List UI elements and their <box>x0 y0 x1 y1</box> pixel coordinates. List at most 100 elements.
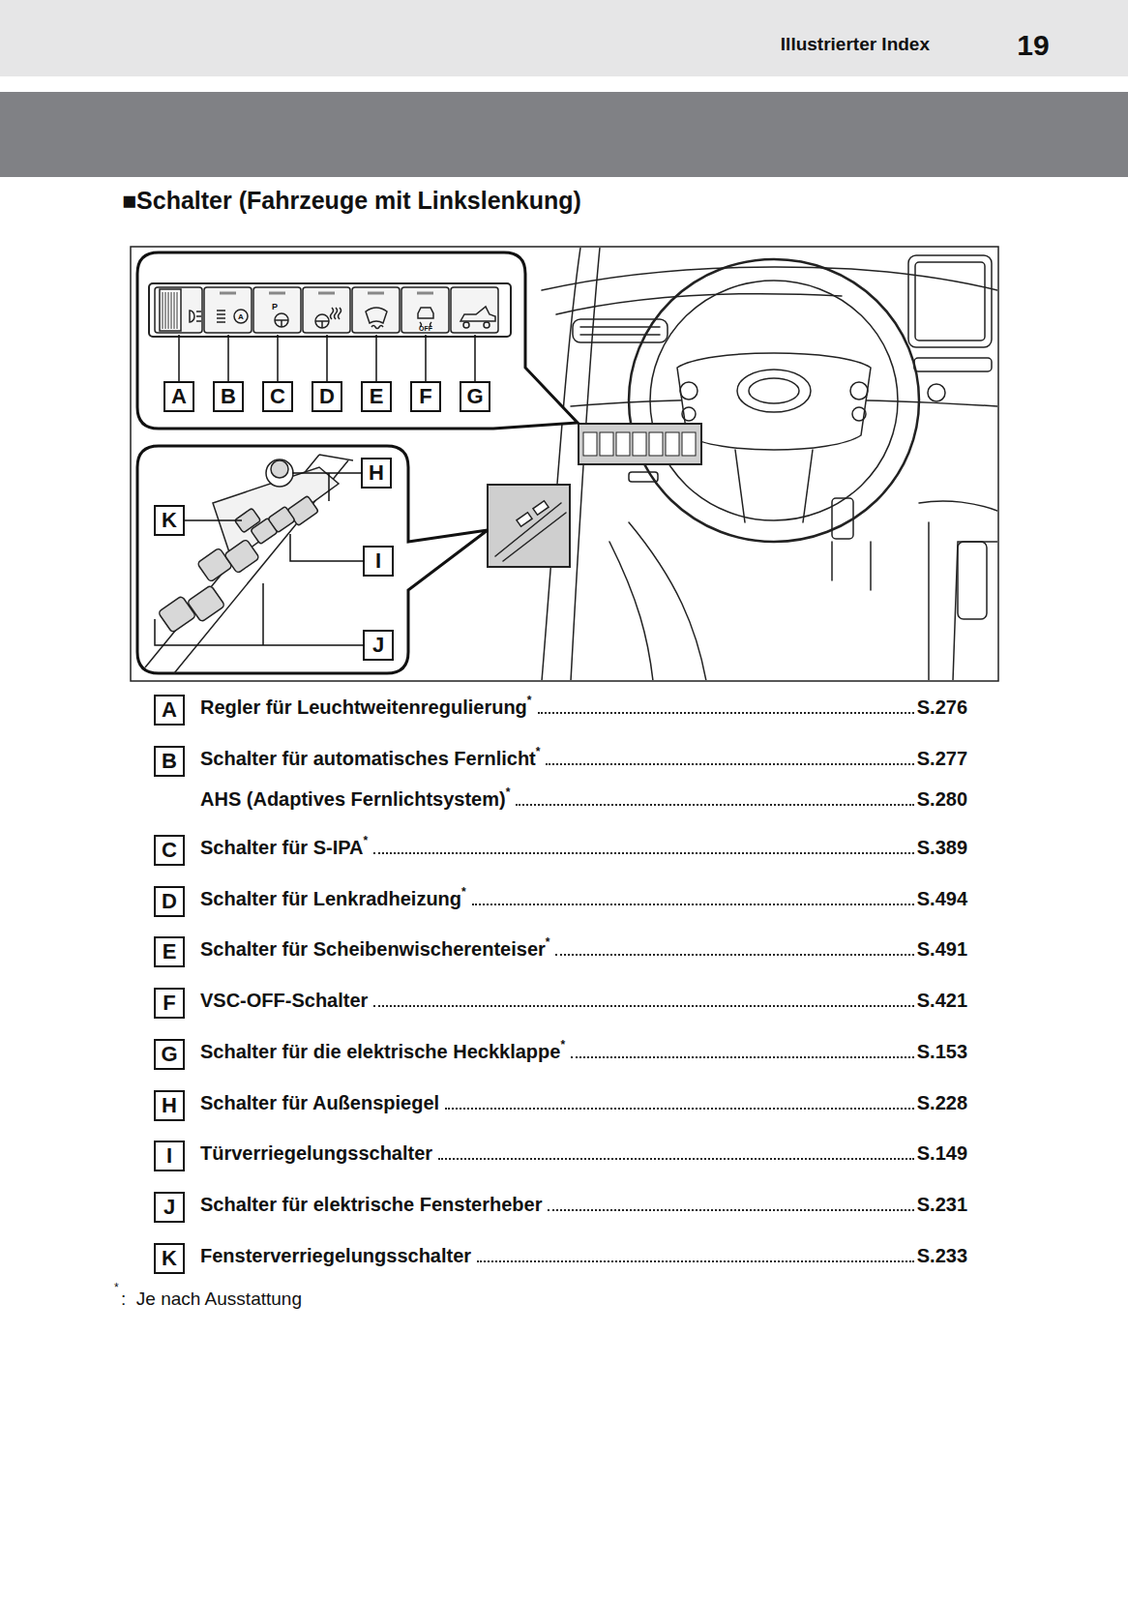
display-screen <box>908 255 992 348</box>
start-button <box>927 384 946 402</box>
gear-shifter <box>957 541 987 620</box>
mini-switches <box>583 432 696 456</box>
callout-letter: J <box>362 629 394 661</box>
footnote-mark: * <box>505 785 511 800</box>
callout-letter: F <box>410 381 442 413</box>
display-screen <box>915 262 985 341</box>
footnote-mark: * <box>461 885 467 899</box>
switch-button <box>450 287 499 333</box>
icon-letter: A <box>237 312 244 322</box>
pedal <box>831 498 854 539</box>
windshield-icon <box>365 307 387 324</box>
callout-letter-text: D <box>319 384 335 409</box>
index-entry: AHS (Adaptives Fernlichtsystem)*S.280 <box>200 788 968 811</box>
steering-wheel <box>628 259 920 542</box>
mini-button <box>516 512 533 528</box>
dashboard-line <box>556 294 842 315</box>
entry-text: AHS (Adaptives Fernlichtsystem) <box>200 788 506 811</box>
callout-letter-text: F <box>162 990 176 1015</box>
callout-letter-text: E <box>162 939 178 964</box>
callout-letter: A <box>163 381 195 413</box>
cockpit-drawing <box>487 247 998 681</box>
page-reference: S.491 <box>917 938 968 961</box>
callout-letter: E <box>360 381 392 413</box>
callout-letter: K <box>153 504 185 536</box>
callout-letter-text: B <box>220 384 237 409</box>
leader-line <box>424 334 427 382</box>
callout-letter: G <box>459 381 491 413</box>
callout-letter-text: I <box>166 1143 173 1168</box>
footnote-text: : Je nach Ausstattung <box>120 1288 302 1310</box>
switch-button <box>401 287 449 333</box>
switch-button <box>154 287 203 333</box>
callout-inset <box>137 252 578 429</box>
armrest <box>495 503 566 562</box>
tailgate-icon <box>460 306 496 322</box>
index-entry: Schalter für S-IPA*S.389 <box>200 836 968 860</box>
center-console <box>919 501 998 681</box>
callout-letter-text: J <box>163 1194 176 1219</box>
dial-ridge <box>165 292 167 329</box>
wheel-button <box>680 382 698 400</box>
page-reference: S.389 <box>917 836 968 860</box>
entry-text: Schalter für elektrische Fensterheber <box>200 1193 542 1217</box>
steering-wheel <box>650 280 898 521</box>
leader-line <box>375 334 378 382</box>
dot-leader <box>438 1157 915 1160</box>
callout-letter: G <box>153 1038 185 1070</box>
callout-letter-text: H <box>161 1093 178 1118</box>
footnote-mark: * <box>114 1280 119 1295</box>
callout-letter: E <box>153 936 185 968</box>
callout-letter-text: D <box>161 889 178 914</box>
entry-text: Schalter für S-IPA <box>200 836 364 860</box>
callout-letter: B <box>153 745 185 777</box>
switch-button <box>204 287 252 333</box>
headlamp-icon <box>189 310 202 323</box>
page-reference: S.421 <box>917 989 968 1012</box>
index-entry: Schalter für elektrische FensterheberS.2… <box>200 1193 968 1217</box>
mini-button <box>533 501 549 516</box>
page-reference: S.149 <box>917 1142 968 1165</box>
entry-text: Schalter für automatisches Fernlicht <box>200 747 536 771</box>
callout-letter: D <box>311 381 343 413</box>
callout-letter-text: J <box>372 632 385 657</box>
section-title: ■Schalter (Fahrzeuge mit Linkslenkung) <box>121 186 582 215</box>
callout-letter-text: A <box>161 697 178 722</box>
footnote-mark: * <box>527 693 533 708</box>
callout-letter-text: C <box>161 837 178 862</box>
callout-letter-text: G <box>160 1041 178 1067</box>
page-reference: S.494 <box>917 888 968 911</box>
dot-leader <box>445 1107 915 1110</box>
mini-switch <box>632 432 647 456</box>
callout-letter-text: I <box>375 548 382 573</box>
high-beam-icon <box>216 310 226 323</box>
page-reference: S.276 <box>917 696 968 719</box>
door-switch-drawing <box>145 454 354 674</box>
entry-text: Schalter für Lenkradheizung <box>200 888 462 911</box>
index-entry: Schalter für Scheibenwischerenteiser*S.4… <box>200 938 968 961</box>
indicator-lamp <box>318 292 335 296</box>
index-entry: Schalter für die elektrische Heckklappe*… <box>200 1040 968 1064</box>
callout-letter-text: F <box>418 384 432 409</box>
callout-letter: I <box>362 545 394 577</box>
switch-panel <box>148 283 511 337</box>
switch-button <box>253 287 301 333</box>
air-vent <box>914 357 992 372</box>
callout-inset <box>137 445 488 674</box>
index-entry: FensterverriegelungsschalterS.233 <box>200 1245 968 1268</box>
leader-line <box>154 473 363 646</box>
footnote-mark: * <box>560 1038 565 1052</box>
callout-letter: H <box>360 457 392 489</box>
dot-leader <box>537 712 915 714</box>
dot-leader <box>373 1005 914 1008</box>
callout-letter-text: E <box>369 384 385 409</box>
leader-line <box>326 334 328 382</box>
dot-leader <box>515 803 914 806</box>
index-entry: VSC-OFF-Schalter S.421 <box>200 989 968 1012</box>
entry-text: VSC-OFF-Schalter <box>200 989 368 1012</box>
page-reference: S.277 <box>917 747 968 771</box>
dot-leader <box>476 1260 915 1263</box>
page-reference: S.233 <box>917 1245 968 1268</box>
callout-letter-text: B <box>161 748 178 773</box>
